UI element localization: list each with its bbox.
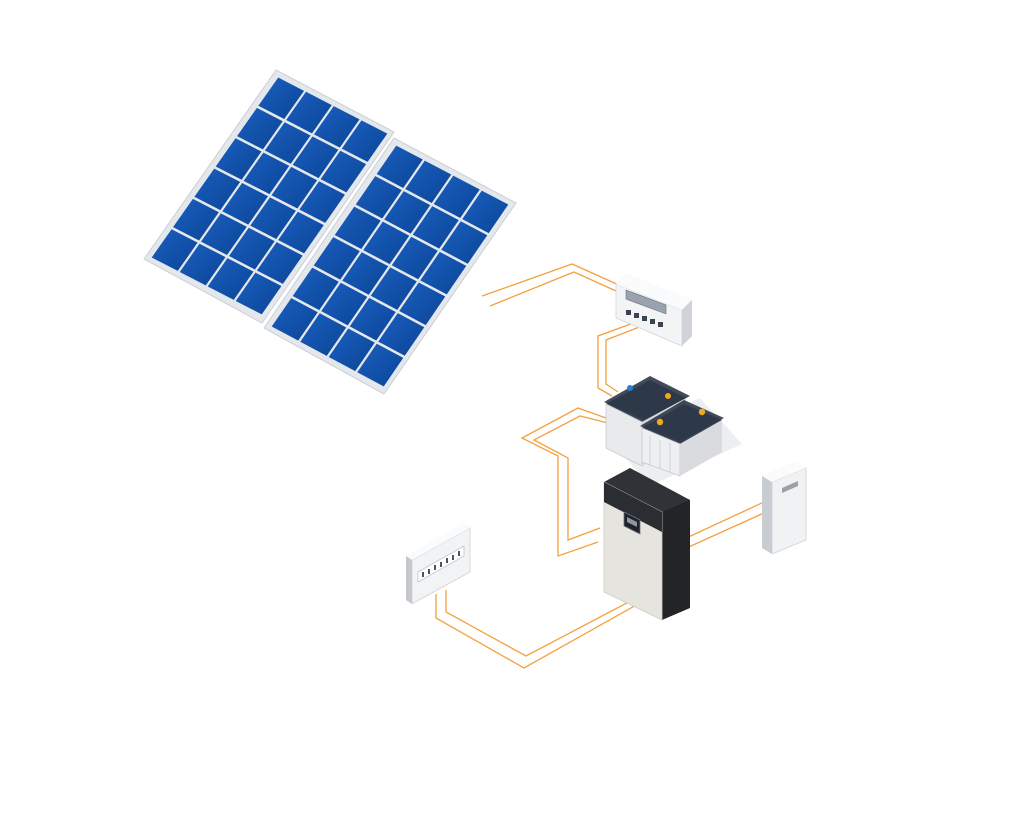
solar-cell [256,242,303,284]
solar-cell [286,91,332,134]
inverter-top [604,468,690,512]
solar-cell [299,181,345,223]
battery-terminal-icon [656,418,664,426]
solar-cell [250,197,296,240]
solar-panel-left [143,69,395,324]
solar-cell [320,150,367,193]
wire-battery-to-inverter [520,407,613,557]
wiring [435,263,767,669]
solar-cell [292,136,339,179]
solar-cell [222,182,269,225]
solar-cell [258,77,305,120]
battery-terminal-icon [627,385,633,391]
solar-cell [173,198,219,241]
inverter-side [662,488,690,620]
solar-cell [237,107,283,150]
solar-cell [151,229,198,271]
solar-cell [328,328,375,372]
solar-cell [462,190,509,234]
solar-cell [321,282,368,326]
solar-cell [342,252,389,295]
battery-terminal-icon [698,408,706,416]
solar-panel-right [263,137,517,395]
solar-cell [378,313,425,356]
solar-cell [412,206,459,249]
solar-cell [313,106,360,148]
solar-cell [363,221,410,265]
battery-bank [604,376,742,486]
wire-panel-to-controller [481,263,637,307]
wire-inverter-to-distribution [435,590,641,669]
solar-cell [264,122,311,164]
solar-cell [243,152,290,195]
solar-cell [399,282,446,326]
solar-cell [271,298,318,341]
solar-cell [194,168,241,211]
distribution-board [406,524,471,605]
solar-cell [235,272,282,315]
controller-terminals [626,310,663,327]
breaker-switch-icons [422,551,460,577]
meter-display [782,481,798,493]
inverter [603,468,690,621]
solar-cell [201,213,247,256]
wire-controller-to-battery [597,321,643,397]
solar-cell [179,243,226,286]
solar-cell [433,175,480,219]
wire-inverter-to-meter [681,501,767,551]
solar-cell [349,297,396,341]
solar-cell [271,166,318,209]
solar-cell [207,258,254,300]
solar-cell [370,267,417,310]
solar-cell [292,267,339,311]
solar-cell [300,313,347,356]
solar-cell [420,251,467,295]
solar-cell [391,236,438,280]
inverter-face-band [604,482,662,532]
controller-display [625,289,667,315]
solar-cell [376,145,423,188]
solar-cell [405,160,452,203]
solar-cell [313,237,360,280]
solar-cell [228,227,275,270]
battery-2 [640,400,724,477]
meter-box [762,462,807,555]
solar-cell [215,138,262,180]
solar-cell [341,120,388,162]
solar-cell [384,191,431,234]
solar-cell [355,176,402,219]
solar-panel-cells [271,145,509,387]
battery-terminal-icon [665,393,671,399]
charge-controller [615,274,692,347]
solar-cell [441,221,488,264]
solar-cell [278,211,324,254]
solar-panel-cells [151,77,388,315]
solar-cell [357,343,404,387]
solar-cell [334,206,381,250]
